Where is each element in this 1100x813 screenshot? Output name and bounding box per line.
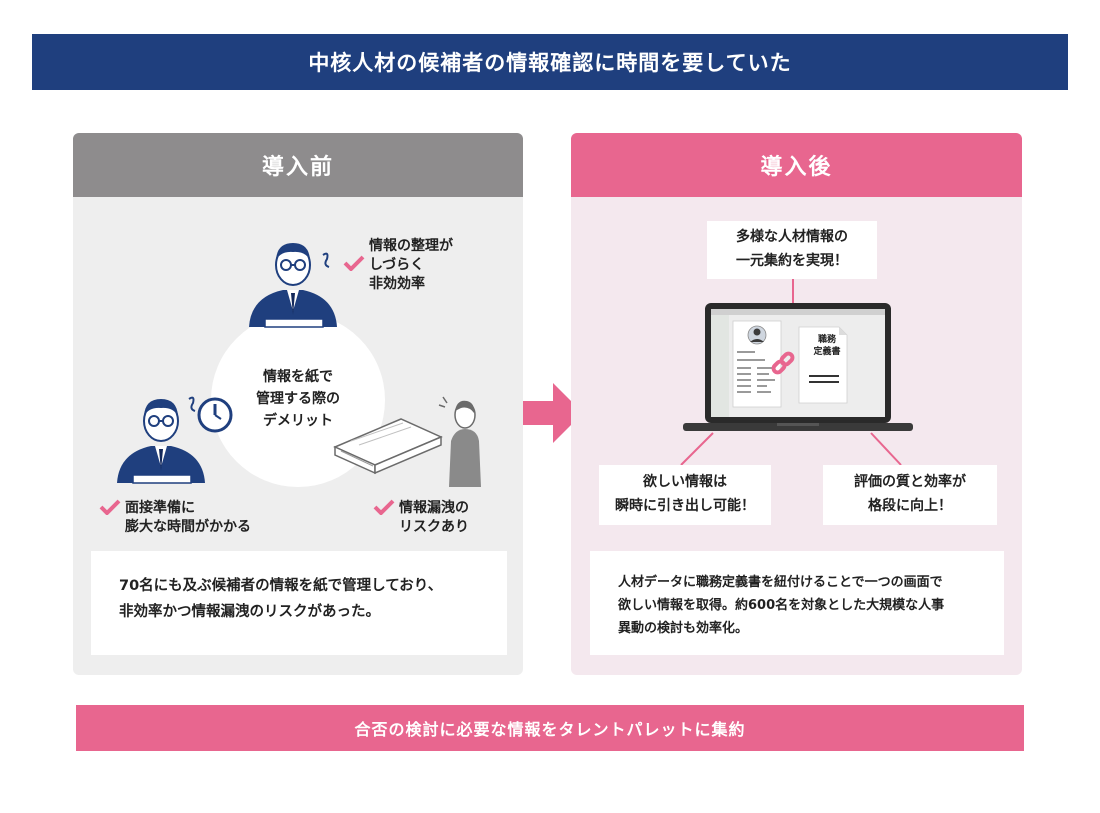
laptop-illustration	[683, 303, 913, 431]
callout-instant-access: 欲しい情報は 瞬時に引き出し可能！	[599, 465, 771, 525]
worker-illustration-top	[249, 243, 337, 328]
callout-centralization: 多様な人材情報の 一元集約を実現！	[707, 221, 877, 279]
callout-evaluation-quality: 評価の質と効率が 格段に向上！	[823, 465, 997, 525]
check-icon	[373, 499, 395, 515]
point-interview-prep: 面接準備に 膨大な時間がかかる	[99, 499, 251, 537]
after-description: 人材データに職務定義書を紐付けることで一つの画面で 欲しい情報を取得。約600名…	[590, 551, 1004, 655]
summary-banner: 合否の検討に必要な情報をタレントパレットに集約	[76, 705, 1024, 751]
page-title: 中核人材の候補者の情報確認に時間を要していた	[32, 34, 1068, 90]
check-icon	[99, 499, 121, 515]
before-center-circle: 情報を紙で 管理する際の デメリット	[211, 313, 385, 487]
callout-connectors	[680, 279, 902, 466]
before-panel: 導入前 情報を紙で 管理する際の デメリット	[73, 133, 523, 675]
after-panel: 導入後 多様な人材情報の 一元集約を実現！	[571, 133, 1022, 675]
document-label: 職務 定義書	[813, 335, 841, 357]
before-description: 70名にも及ぶ候補者の情報を紙で管理しており、 非効率かつ情報漏洩のリスクがあっ…	[91, 551, 507, 655]
leak-risk-illustration	[333, 396, 481, 487]
worker-illustration-left	[117, 396, 233, 484]
after-panel-header: 導入後	[571, 133, 1022, 197]
arrow-right-icon	[523, 383, 583, 443]
point-leak-risk: 情報漏洩の リスクあり	[373, 499, 469, 537]
before-panel-header: 導入前	[73, 133, 523, 197]
point-info-organization: 情報の整理が しづらく 非効効率	[343, 237, 453, 294]
check-icon	[343, 255, 365, 271]
